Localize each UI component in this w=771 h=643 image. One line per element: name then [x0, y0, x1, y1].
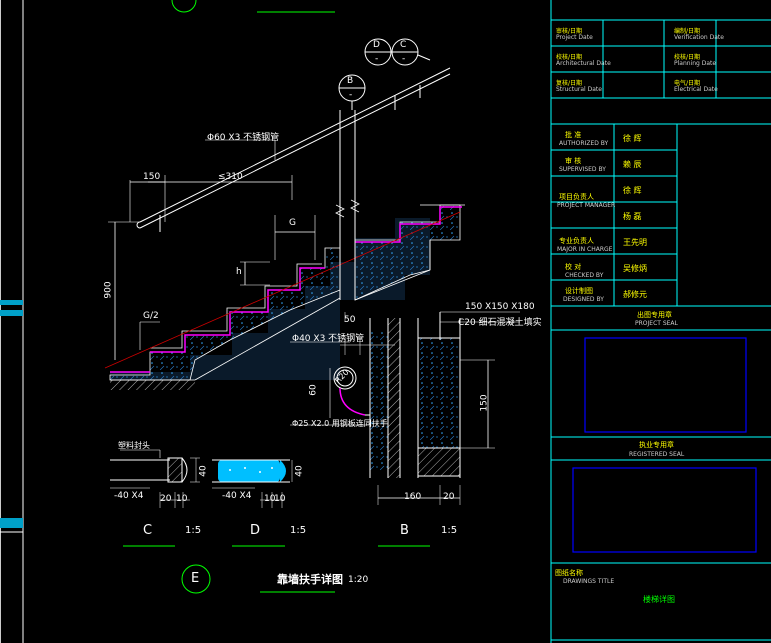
tb-checked-en: CHECKED BY [565, 272, 604, 279]
callout-b-letter: B [347, 76, 354, 86]
tb-designed-val: 郝修元 [623, 290, 647, 299]
tb-drawing-title-en: DRAWINGS TITLE [563, 578, 615, 585]
callout-b-sheet: - [349, 90, 353, 100]
dim-20-b: 20 [443, 492, 455, 502]
tb-r3-cn: 复核/日期 [556, 80, 583, 87]
dim-40x4-d: -40 X4 [222, 491, 252, 501]
tb-major-en: MAJOR IN CHARGE [557, 246, 613, 253]
titleblock-text: 审核/日期 Project Date 编制/日期 Verification Da… [551, 0, 771, 643]
detail-d [212, 459, 293, 547]
callout-c-sheet: - [402, 54, 406, 64]
tb-major-cn: 专业负责人 [559, 237, 594, 245]
tb-authorized-en: AUTHORIZED BY [559, 140, 609, 147]
tb-r3-en2: Electrical Date [674, 86, 718, 93]
dim-r: R20 [333, 367, 351, 386]
detail-c-note: 塑料封头 [118, 441, 150, 450]
detail-c-scale: 1:5 [185, 525, 202, 536]
dim-10-d2: 10 [274, 494, 286, 504]
main-scale: 1:20 [348, 575, 369, 585]
tb-r3-cn2: 电气/日期 [674, 80, 701, 87]
tb-seal1-en: PROJECT SEAL [635, 320, 678, 327]
tb-manager-en: PROJECT MANAGER [557, 202, 616, 209]
tb-r2-en2: Planning Date [674, 60, 717, 67]
titleblock-frame [550, 0, 771, 643]
tb-designed-cn: 设计制图 [565, 287, 593, 295]
tb-r2-cn: 校核/日期 [556, 54, 583, 61]
tb-checked-val: 吴修炳 [623, 264, 647, 273]
tb-r3-en: Structural Date [556, 86, 602, 93]
tb-r1-en: Project Date [556, 34, 593, 41]
tb-seal2-en: REGISTERED SEAL [629, 451, 685, 458]
dim-60: 60 [308, 384, 319, 396]
tb-checked-cn: 校 对 [565, 263, 582, 271]
detail-b [290, 311, 520, 547]
dim-g: G [289, 218, 296, 228]
tb-manager2-val: 杨 磊 [623, 212, 642, 221]
callouts [338, 38, 431, 110]
tb-r1-cn2: 编制/日期 [674, 28, 701, 35]
handrail-spec-label: Φ60 X3 不锈钢管 [207, 133, 280, 143]
detail-b-label: B [400, 523, 409, 538]
callout-d-sheet: - [375, 54, 379, 64]
tb-major-val: 王先明 [623, 238, 647, 247]
detail-b-scale: 1:5 [441, 525, 458, 536]
dim-150-top: 150 [143, 172, 161, 182]
dim-10-c: 10 [176, 494, 188, 504]
tb-supervised-val: 赖 辰 [623, 160, 642, 169]
detail-c-label: C [143, 523, 153, 538]
tb-manager-val: 徐 辉 [623, 186, 642, 195]
dim-10-d1: 10 [264, 494, 276, 504]
tb-supervised-en: SUPERVISED BY [559, 166, 606, 173]
callout-e-label: E [191, 571, 200, 586]
callout-d-letter: D [373, 40, 380, 50]
dim-le-310: ≤310 [218, 172, 243, 182]
bracket-spec-label: Φ40 X3 不锈钢管 [292, 334, 365, 344]
tb-seal2-cn: 执业专用章 [639, 441, 674, 449]
tb-designed-en: DESIGNED BY [563, 296, 604, 303]
dim-50: 50 [344, 315, 356, 325]
dim-160: 160 [404, 492, 422, 502]
tb-r1-en2: Verification Date [674, 34, 724, 41]
dim-40x4-c: -40 X4 [114, 491, 144, 501]
dim-40-c: 40 [198, 465, 209, 477]
tb-authorized-cn: 批 准 [565, 131, 582, 139]
tb-r1-cn: 审核/日期 [556, 28, 583, 35]
tb-manager-cn: 项目负责人 [559, 193, 594, 201]
tb-r2-en: Architectural Date [556, 60, 611, 67]
dim-900: 900 [103, 281, 114, 299]
tb-r2-cn2: 校核/日期 [674, 54, 701, 61]
block-spec-label: 150 X150 X180 [465, 302, 535, 312]
dim-20-c: 20 [160, 494, 172, 504]
post-spec-label: Φ25 X2.0 用钢板连同扶手 [292, 419, 388, 428]
detail-d-label: D [250, 523, 261, 538]
main-title: 靠墙扶手详图 [277, 573, 343, 586]
dim-h: h [236, 267, 242, 277]
tb-seal1-cn: 出图专用章 [637, 311, 672, 319]
detail-c [110, 449, 200, 547]
tb-drawing-title-cn: 图纸名称 [555, 569, 583, 577]
callout-c-letter: C [400, 40, 407, 50]
stair-section [104, 67, 465, 390]
tb-supervised-cn: 审 核 [565, 157, 582, 165]
callout-e-circle [181, 564, 211, 594]
dim-g-half: G/2 [143, 311, 159, 321]
detail-d-scale: 1:5 [290, 525, 307, 536]
block-fill-label: C20 细石混凝土填实 [458, 318, 542, 328]
dim-150-side: 150 [479, 394, 490, 412]
dim-40-d: 40 [294, 465, 305, 477]
tb-drawing-title-val: 楼梯详图 [643, 595, 675, 604]
tb-authorized-val: 徐 辉 [623, 134, 642, 143]
